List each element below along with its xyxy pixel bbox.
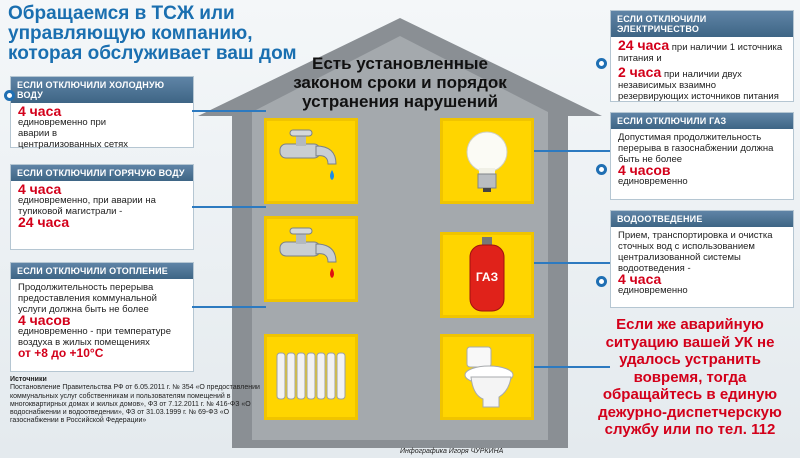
connector-dot (596, 276, 607, 287)
electricity-text-2: при наличии двух независимых взаимно рез… (618, 69, 779, 102)
electricity-tile (440, 118, 534, 204)
connector-dot (596, 164, 607, 175)
heating-text: Продолжительность перерыва предоставлени… (18, 282, 157, 315)
sewer-text-2: единовременно (618, 285, 688, 296)
heating-tile (264, 334, 358, 420)
cold-water-header: ЕСЛИ ОТКЛЮЧИЛИ ХОЛОДНУЮ ВОДУ (11, 77, 193, 103)
center-title: Есть установленные законом сроки и поряд… (293, 54, 507, 111)
electricity-hours-2: 2 часа (618, 64, 662, 80)
cold-water-card: ЕСЛИ ОТКЛЮЧИЛИ ХОЛОДНУЮ ВОДУ 4 часа един… (10, 76, 194, 150)
hot-water-tile (264, 216, 358, 302)
gas-text-2: единовременно (618, 176, 688, 187)
sources-text: Постановление Правительства РФ от 6.05.2… (10, 384, 260, 425)
sources: Источники Постановление Правительства РФ… (10, 376, 264, 426)
electricity-text-1: при наличии 1 источника питания и (618, 42, 783, 64)
hot-water-card: ЕСЛИ ОТКЛЮЧИЛИ ГОРЯЧУЮ ВОДУ 4 часа едино… (10, 164, 194, 250)
gas-card: ЕСЛИ ОТКЛЮЧИЛИ ГАЗ Допустимая продолжите… (610, 112, 794, 200)
hot-water-text: единовременно, при аварии на тупиковой м… (18, 195, 156, 217)
credit: Инфографика Игоря ЧУРКИНА (400, 448, 504, 455)
light-bulb-icon (466, 131, 508, 192)
connector-dot (596, 58, 607, 69)
hot-water-hours: 4 часа (18, 181, 62, 197)
radiator-icon (276, 352, 346, 400)
electricity-header: ЕСЛИ ОТКЛЮЧИЛИ ЭЛЕКТРИЧЕСТВО (611, 11, 793, 37)
heating-text-2: единовременно - при температуре воздуха … (18, 326, 171, 348)
cold-water-text: единовременно при аварии в централизован… (18, 117, 129, 150)
gas-text: Допустимая продолжительность перерыва в … (618, 132, 774, 165)
cold-water-tile (264, 118, 358, 204)
sources-title: Источники (10, 376, 47, 383)
electricity-card: ЕСЛИ ОТКЛЮЧИЛИ ЭЛЕКТРИЧЕСТВО 24 часа при… (610, 10, 794, 102)
gas-tile: ГАЗ (440, 232, 534, 318)
sewer-hours: 4 часа (618, 271, 662, 287)
sewer-header: ВОДООТВЕДЕНИЕ (611, 211, 793, 227)
faucet-icon (279, 129, 337, 180)
cold-water-hours: 4 часа (18, 103, 62, 119)
heating-hours: 4 часов (18, 312, 71, 328)
heating-header: ЕСЛИ ОТКЛЮЧИЛИ ОТОПЛЕНИЕ (11, 263, 193, 279)
toilet-icon (464, 346, 514, 408)
gas-cylinder-icon: ГАЗ (469, 237, 505, 312)
emergency-message: Если же аварийную ситуацию вашей УК не у… (598, 316, 782, 438)
headline: Обращаемся в ТСЖ или управляющую компани… (8, 3, 297, 64)
connector-dot (4, 90, 15, 101)
sewer-text: Прием, транспортировка и очистка сточных… (618, 230, 773, 274)
heating-card: ЕСЛИ ОТКЛЮЧИЛИ ОТОПЛЕНИЕ Продолжительнос… (10, 262, 194, 372)
sewer-card: ВОДООТВЕДЕНИЕ Прием, транспортировка и о… (610, 210, 794, 308)
hot-water-header: ЕСЛИ ОТКЛЮЧИЛИ ГОРЯЧУЮ ВОДУ (11, 165, 193, 181)
electricity-hours-1: 24 часа (618, 37, 670, 53)
heating-temp: от +8 до +10°С (18, 346, 104, 360)
gas-label: ГАЗ (476, 270, 498, 284)
gas-hours: 4 часов (618, 162, 671, 178)
hot-water-hours-2: 24 часа (18, 214, 70, 230)
gas-header: ЕСЛИ ОТКЛЮЧИЛИ ГАЗ (611, 113, 793, 129)
faucet-icon (279, 227, 337, 278)
sewer-tile (440, 334, 534, 420)
